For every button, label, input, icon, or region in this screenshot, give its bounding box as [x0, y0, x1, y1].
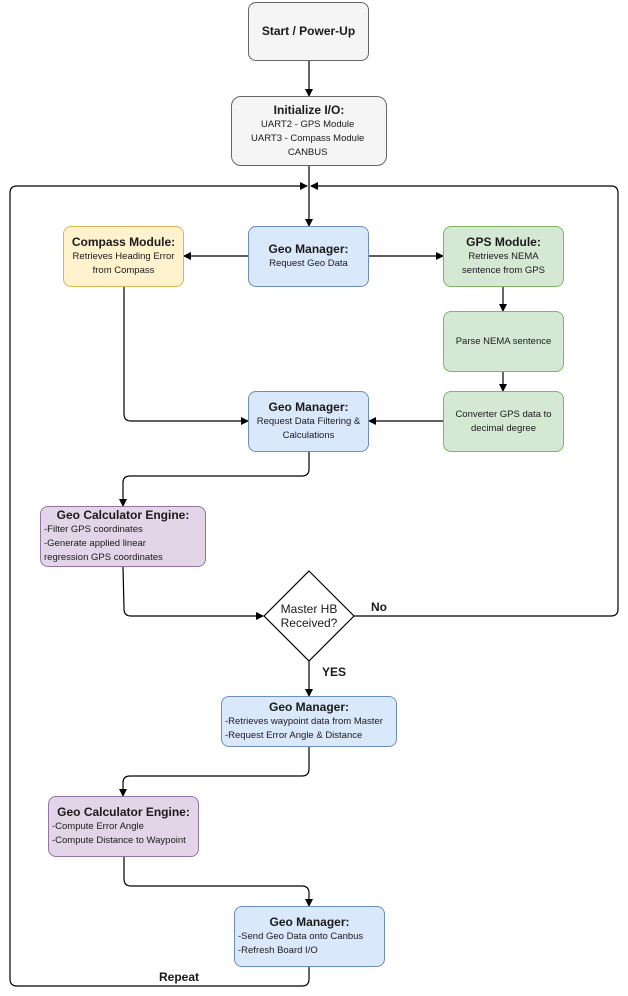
calc2-title: Geo Calculator Engine:: [57, 805, 190, 819]
geo-request-title: Geo Manager:: [268, 242, 349, 256]
initialize-io-node: Initialize I/O: UART2 - GPS Module UART3…: [231, 96, 387, 166]
gps-module-node: GPS Module: Retrieves NEMA sentence from…: [443, 226, 564, 287]
calc1-line-3: regression GPS coordinates: [44, 552, 163, 563]
geo-manager-filter-node: Geo Manager: Request Data Filtering & Ca…: [248, 391, 369, 452]
edge-repeat-loop: [9, 182, 310, 987]
geo-send-line-2: -Refresh Board I/O: [238, 945, 318, 956]
decision-line-1: Master HB: [280, 602, 338, 616]
geo-filter-line-2: Calculations: [282, 430, 335, 441]
edge-compass-geofilter: [123, 287, 249, 425]
init-line-2: UART3 - Compass Module: [251, 132, 365, 144]
compass-title: Compass Module:: [71, 235, 176, 249]
edge-geowaypoint-calc2: [119, 747, 310, 797]
calc2-line-1: -Compute Error Angle: [52, 821, 144, 832]
gps-line-2: sentence from GPS: [462, 265, 545, 276]
parse-nema-node: Parse NEMA sentence: [443, 311, 564, 372]
decision-label: Master HB Received?: [264, 602, 354, 630]
calc1-line-2: -Generate applied linear: [44, 538, 146, 549]
init-line-3: CANBUS: [287, 146, 328, 158]
gps-line-1: Retrieves NEMA: [468, 251, 539, 262]
convert-line-2: decimal degree: [471, 422, 536, 434]
compass-line-1: Retrieves Heading Error: [72, 251, 175, 262]
compass-line-2: from Compass: [92, 265, 155, 276]
init-title: Initialize I/O:: [273, 102, 345, 117]
geo-send-line-1: -Send Geo Data onto Canbus: [238, 931, 364, 942]
edge-label-yes: YES: [322, 665, 347, 679]
geo-manager-waypoint-node: Geo Manager: -Retrieves waypoint data fr…: [221, 696, 397, 747]
geo-waypoint-title: Geo Manager:: [268, 700, 349, 714]
calc1-title: Geo Calculator Engine:: [56, 508, 190, 522]
parse-line: Parse NEMA sentence: [455, 335, 552, 347]
init-line-1: UART2 - GPS Module: [261, 118, 355, 130]
geo-request-line: Request Geo Data: [269, 258, 348, 269]
start-title: Start / Power-Up: [261, 24, 356, 38]
geo-send-title: Geo Manager:: [269, 915, 350, 929]
edge-decision-no: [310, 182, 619, 617]
geo-calculator-filter-node: Geo Calculator Engine: -Filter GPS coord…: [40, 506, 206, 567]
edge-calc1-decision: [122, 566, 264, 620]
convert-gps-node: Converter GPS data to decimal degree: [443, 391, 564, 452]
gps-title: GPS Module:: [466, 235, 541, 249]
geo-waypoint-line-2: -Request Error Angle & Distance: [225, 730, 363, 741]
start-node: Start / Power-Up: [248, 2, 369, 61]
calc2-line-2: -Compute Distance to Waypoint: [52, 835, 186, 846]
geo-manager-request-node: Geo Manager: Request Geo Data: [248, 226, 369, 287]
edge-calc2-geosend: [123, 857, 313, 907]
edge-label-no: No: [371, 600, 387, 614]
geo-filter-line-1: Request Data Filtering &: [256, 416, 361, 427]
geo-calculator-distance-node: Geo Calculator Engine: -Compute Error An…: [48, 796, 199, 857]
calc1-line-1: -Filter GPS coordinates: [44, 524, 143, 535]
compass-module-node: Compass Module: Retrieves Heading Error …: [63, 226, 184, 287]
geo-waypoint-line-1: -Retrieves waypoint data from Master: [225, 716, 383, 727]
edge-geofilter-calc1: [119, 452, 310, 507]
decision-line-2: Received?: [280, 616, 338, 630]
geo-filter-title: Geo Manager:: [268, 400, 349, 414]
decision-diamond: [263, 570, 355, 662]
convert-line-1: Converter GPS data to: [455, 408, 552, 420]
edge-label-repeat: Repeat: [159, 970, 200, 984]
geo-manager-send-node: Geo Manager: -Send Geo Data onto Canbus …: [234, 906, 385, 967]
